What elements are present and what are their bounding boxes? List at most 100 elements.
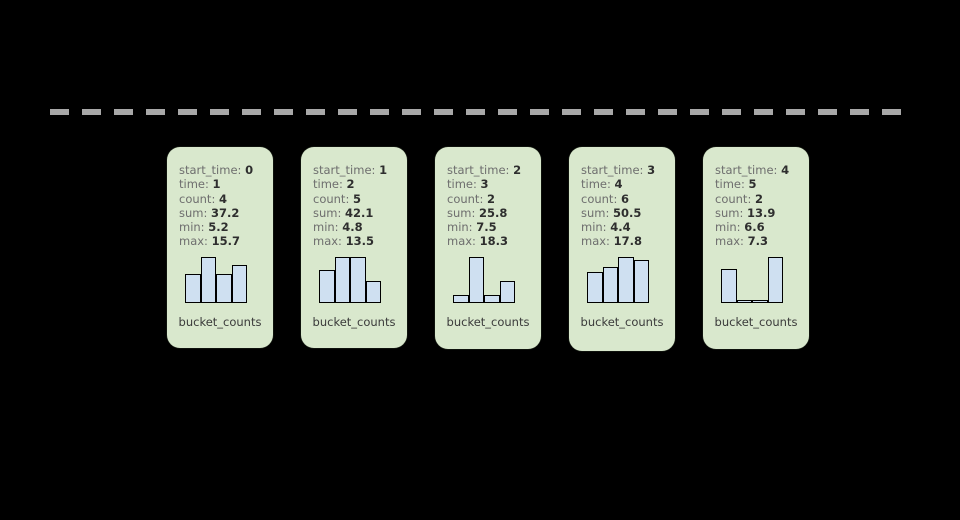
attr-time-value: 2 (346, 177, 355, 192)
histogram-bar (453, 295, 469, 303)
histogram-bar (499, 281, 515, 303)
histogram-card[interactable]: start_time: 0 time: 1 count: 4 sum: 37.2… (167, 147, 273, 348)
attr-count: count: 5 (313, 192, 397, 206)
histogram-bar (468, 256, 484, 303)
attr-sum: sum: 50.5 (581, 206, 665, 220)
attr-max-label: max: (447, 234, 476, 249)
attr-sum-value: 42.1 (345, 205, 374, 220)
histogram-bar (319, 269, 335, 303)
attr-start-time-value: 1 (379, 163, 388, 177)
attr-time-value: 3 (480, 177, 489, 192)
attribute-list: start_time: 1 time: 2 count: 5 sum: 42.1… (313, 163, 397, 249)
histogram-bar (721, 269, 737, 303)
attr-max-value: 15.7 (211, 234, 240, 249)
attr-count-value: 2 (754, 191, 763, 206)
attr-min: min: 4.4 (581, 220, 665, 234)
attr-max: max: 17.8 (581, 234, 665, 248)
attr-count-value: 4 (218, 191, 227, 206)
attr-max-value: 7.3 (747, 234, 768, 249)
attr-sum: sum: 25.8 (447, 206, 531, 220)
dashed-timeline-rule (50, 109, 912, 115)
attr-time-label: time: (313, 177, 343, 192)
attr-time: time: 4 (581, 177, 665, 191)
attr-start-time-label: start_time: (179, 163, 242, 177)
attr-count-label: count: (447, 191, 484, 206)
bucket-counts-caption: bucket_counts (446, 314, 530, 329)
attr-time: time: 3 (447, 177, 531, 191)
attribute-list: start_time: 4 time: 5 count: 2 sum: 13.9… (715, 163, 799, 249)
histogram-bar (736, 300, 752, 303)
attr-start-time: start_time: 2 (447, 163, 531, 177)
attr-min-value: 5.2 (208, 220, 229, 235)
histogram-bar (602, 266, 618, 303)
histogram-bar (216, 274, 232, 303)
histogram-card[interactable]: start_time: 4 time: 5 count: 2 sum: 13.9… (703, 147, 809, 349)
attr-count: count: 2 (447, 192, 531, 206)
histogram-bar (767, 256, 783, 303)
attr-count: count: 4 (179, 192, 263, 206)
attr-sum-label: sum: (179, 205, 208, 220)
attr-time-label: time: (447, 177, 477, 192)
attr-start-time-label: start_time: (715, 163, 778, 177)
attr-count-label: count: (313, 191, 350, 206)
attr-start-time-label: start_time: (313, 163, 376, 177)
attr-sum-value: 50.5 (613, 205, 642, 220)
histogram-card[interactable]: start_time: 3 time: 4 count: 6 sum: 50.5… (569, 147, 675, 351)
attr-sum-value: 13.9 (747, 205, 776, 220)
attr-start-time-value: 0 (245, 163, 254, 177)
histogram-bar (633, 260, 649, 303)
attr-sum-label: sum: (715, 205, 744, 220)
histogram-bar (365, 281, 381, 303)
histogram-bar (484, 295, 500, 303)
bucket-counts-histogram (721, 256, 783, 303)
attr-count: count: 6 (581, 192, 665, 206)
attr-sum-value: 37.2 (211, 205, 240, 220)
attr-start-time: start_time: 1 (313, 163, 397, 177)
histogram-card[interactable]: start_time: 1 time: 2 count: 5 sum: 42.1… (301, 147, 407, 348)
attr-min: min: 7.5 (447, 220, 531, 234)
histogram-bar (200, 256, 216, 303)
attr-max-value: 17.8 (613, 234, 642, 249)
attr-start-time: start_time: 3 (581, 163, 665, 177)
bucket-counts-caption: bucket_counts (580, 314, 664, 329)
attr-min: min: 4.8 (313, 220, 397, 234)
bucket-counts-caption: bucket_counts (178, 314, 262, 329)
attr-start-time: start_time: 4 (715, 163, 799, 177)
attr-max: max: 15.7 (179, 234, 263, 248)
attr-time-label: time: (179, 177, 209, 192)
attr-sum: sum: 42.1 (313, 206, 397, 220)
attribute-list: start_time: 0 time: 1 count: 4 sum: 37.2… (179, 163, 263, 249)
attr-count: count: 2 (715, 192, 799, 206)
histogram-bar (231, 265, 247, 303)
attribute-list: start_time: 3 time: 4 count: 6 sum: 50.5… (581, 163, 665, 249)
attr-min-value: 6.6 (744, 220, 765, 235)
attr-sum-label: sum: (581, 205, 610, 220)
attr-min-value: 4.8 (342, 220, 363, 235)
attr-sum-label: sum: (447, 205, 476, 220)
attr-min-label: min: (447, 220, 473, 235)
bucket-counts-histogram (587, 256, 649, 303)
histogram-bar (587, 271, 603, 303)
histogram-card-row: start_time: 0 time: 1 count: 4 sum: 37.2… (167, 147, 867, 362)
attr-time: time: 5 (715, 177, 799, 191)
attr-time: time: 1 (179, 177, 263, 191)
bucket-counts-histogram (185, 256, 247, 303)
attr-max-label: max: (313, 234, 342, 249)
attr-time-label: time: (715, 177, 745, 192)
histogram-card[interactable]: start_time: 2 time: 3 count: 2 sum: 25.8… (435, 147, 541, 349)
bucket-counts-histogram (453, 256, 515, 303)
attr-count-value: 6 (620, 191, 629, 206)
attr-time-value: 1 (212, 177, 221, 192)
histogram-bar (334, 256, 350, 303)
attr-time-value: 4 (614, 177, 623, 192)
attr-time-value: 5 (748, 177, 757, 192)
attr-count-label: count: (581, 191, 618, 206)
attr-max-value: 13.5 (345, 234, 374, 249)
attr-time-label: time: (581, 177, 611, 192)
attr-min-label: min: (715, 220, 741, 235)
attr-sum-label: sum: (313, 205, 342, 220)
histogram-bar (350, 256, 366, 303)
attr-max-label: max: (179, 234, 208, 249)
attr-count-label: count: (715, 191, 752, 206)
